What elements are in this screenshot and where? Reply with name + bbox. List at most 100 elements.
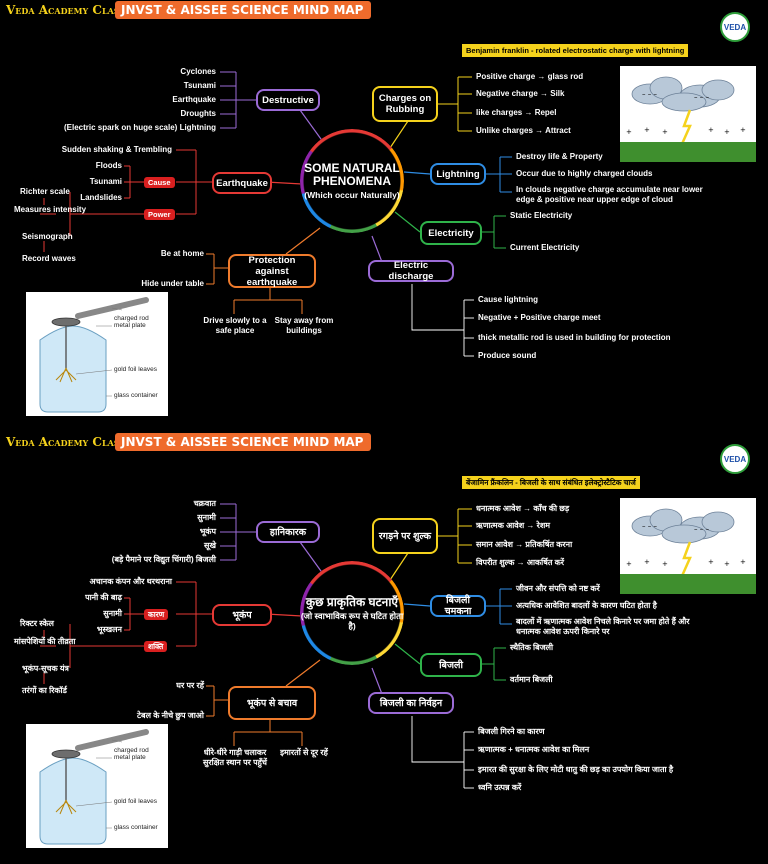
label-charged-rod: charged rod xyxy=(114,747,149,754)
svg-text:+: + xyxy=(724,560,730,568)
destructive-item: (Electric spark on huge scale) Lightning xyxy=(63,123,216,132)
svg-text:– – –: – – – xyxy=(694,525,709,533)
node-earthquake: भूकंप xyxy=(212,604,272,626)
label-glass-container: glass container xyxy=(114,824,158,831)
power-tag: शक्ति xyxy=(144,641,168,652)
cause-item: अचानक कंपन और थरथराना xyxy=(89,577,172,586)
protection-item: घर पर रहें xyxy=(176,681,204,690)
veda-logo: VEDA xyxy=(720,12,750,42)
svg-text:+: + xyxy=(740,126,746,134)
power-item: Measures intensity xyxy=(14,205,87,214)
label-gold-foil: gold foil leaves xyxy=(114,798,157,805)
electroscope-image: charged rod metal plate gold foil leaves… xyxy=(26,724,168,848)
center-title: कुछ प्राकृतिक घटनाएँ xyxy=(305,594,399,609)
node-discharge: Electric discharge xyxy=(368,260,454,282)
power-item: मांसपेशियों की तीव्रता xyxy=(14,637,76,646)
destructive-item: भूकंप xyxy=(199,527,216,536)
protection-item: टेबल के नीचे छुप जाओ xyxy=(137,711,204,720)
rubbing-item: Positive charge → glass rod xyxy=(476,72,584,81)
mindmap-english: Veda Academy Class 9th JNVST & AISSEE SC… xyxy=(6,1,756,416)
lightning-item: Occur due to highly charged clouds xyxy=(516,169,653,178)
destructive-item: Earthquake xyxy=(172,95,216,104)
svg-text:+: + xyxy=(740,558,746,566)
electricity-item: वर्तमान बिजली xyxy=(510,675,553,684)
discharge-item: Produce sound xyxy=(478,351,537,360)
discharge-item: बिजली गिरने का कारण xyxy=(478,727,545,736)
banner-title: JNVST & AISSEE SCIENCE MIND MAP xyxy=(115,433,372,451)
label-metal-plate: metal plate xyxy=(114,322,146,329)
center-subtitle: (जो स्वाभाविक रूप से घटित होता है) xyxy=(300,610,404,631)
node-rubbing: Charges on Rubbing xyxy=(372,86,438,122)
cause-item: सुनामी xyxy=(103,609,122,618)
node-rubbing: रगड़ने पर शुल्क xyxy=(372,518,438,554)
svg-text:+: + xyxy=(662,128,668,136)
svg-text:+: + xyxy=(644,558,650,566)
destructive-item: Cyclones xyxy=(180,67,216,76)
protection-item: Stay away from buildings xyxy=(274,316,334,335)
cause-item: Sudden shaking & Trembling xyxy=(61,145,172,154)
lightning-item: In clouds negative charge accumulate nea… xyxy=(516,185,703,204)
node-discharge: बिजली का निर्वहन xyxy=(368,692,454,714)
power-tag: Power xyxy=(144,209,175,220)
node-electricity: बिजली xyxy=(420,653,482,677)
power-item: Seismograph xyxy=(22,232,73,241)
electricity-item: Static Electricity xyxy=(510,211,573,220)
svg-text:– – –: – – – xyxy=(694,93,709,101)
cloud-lightning-image: – – –– – – +++ +++ xyxy=(620,66,756,162)
center-node: कुछ प्राकृतिक घटनाएँ (जो स्वाभाविक रूप स… xyxy=(300,561,404,665)
node-destructive: Destructive xyxy=(256,89,320,111)
cause-item: भूस्खलन xyxy=(96,625,122,634)
protection-item: Be at home xyxy=(160,249,204,258)
cause-item: Floods xyxy=(95,161,122,170)
node-lightning: Lightning xyxy=(430,163,486,185)
svg-text:– – –: – – – xyxy=(642,90,657,98)
svg-text:+: + xyxy=(708,126,714,134)
center-title: SOME NATURAL PHENOMENA xyxy=(304,161,400,188)
label-metal-plate: metal plate xyxy=(114,754,146,761)
rubbing-item: धनात्मक आवेश → काँच की छड़ xyxy=(476,504,570,513)
cause-tag: Cause xyxy=(144,177,175,188)
cloud-lightning-image: – – –– – – +++ +++ xyxy=(620,498,756,594)
cause-tag: कारण xyxy=(144,609,169,620)
protection-item: धीरे-धीरे गाड़ी चलाकर सुरक्षित स्थान पर … xyxy=(203,748,267,767)
destructive-item: (बड़े पैमाने पर विद्युत चिंगारी) बिजली xyxy=(111,555,216,564)
node-protection: Protection against earthquake xyxy=(228,254,316,288)
electroscope-image: charged rod metal plate gold foil leaves… xyxy=(26,292,168,416)
banner-title: JNVST & AISSEE SCIENCE MIND MAP xyxy=(115,1,372,19)
franklin-note: Benjamin franklin - rolated electrostati… xyxy=(462,44,689,57)
rubbing-item: ऋणात्मक आवेश → रेशम xyxy=(476,521,551,530)
protection-item: इमारतों से दूर रहें xyxy=(280,748,328,757)
node-destructive: हानिकारक xyxy=(256,521,320,543)
rubbing-item: Unlike charges → Attract xyxy=(476,126,571,135)
discharge-item: ऋणात्मक + धनात्मक आवेश का मिलन xyxy=(478,745,590,754)
power-item: रिक्टर स्केल xyxy=(20,619,54,628)
svg-text:+: + xyxy=(626,560,632,568)
lightning-item: जीवन और संपत्ति को नष्ट करें xyxy=(516,584,600,593)
destructive-item: Droughts xyxy=(180,109,216,118)
node-electricity: Electricity xyxy=(420,221,482,245)
destructive-item: चक्रवात xyxy=(193,499,216,508)
power-item: Record waves xyxy=(22,254,76,263)
electricity-item: स्थैतिक बिजली xyxy=(510,643,554,652)
center-node: SOME NATURAL PHENOMENA (Which occur Natu… xyxy=(300,129,404,233)
rubbing-item: Negative charge → Silk xyxy=(476,89,565,98)
label-gold-foil: gold foil leaves xyxy=(114,366,157,373)
brand-title: Veda Academy Class 9th xyxy=(6,3,152,17)
power-item: तरंगों का रिकॉर्ड xyxy=(22,686,67,695)
cause-item: पानी की बाढ़ xyxy=(85,593,122,602)
franklin-note: बेंजामिन फ्रैंकलिन - बिजली के साथ संबंधि… xyxy=(462,476,640,489)
rubbing-item: विपरीत शुल्क → आकर्षित करें xyxy=(476,558,565,567)
protection-item: Hide under table xyxy=(141,279,204,288)
electricity-item: Current Electricity xyxy=(510,243,580,252)
svg-text:+: + xyxy=(708,558,714,566)
svg-text:+: + xyxy=(724,128,730,136)
destructive-item: सूखे xyxy=(204,541,216,550)
discharge-item: ध्वनि उत्पन्न करें xyxy=(478,783,522,792)
lightning-item: अत्यधिक आवेशित बादलों के कारण घटित होता … xyxy=(516,601,657,610)
mindmap-hindi: Veda Academy Class 9th JNVST & AISSEE SC… xyxy=(0,432,768,864)
destructive-item: सुनामी xyxy=(197,513,216,522)
protection-item: Drive slowly to a safe place xyxy=(203,316,267,335)
label-charged-rod: charged rod xyxy=(114,315,149,322)
brand-title: Veda Academy Class 9th xyxy=(6,435,152,449)
node-protection: भूकंप से बचाव xyxy=(228,686,316,720)
